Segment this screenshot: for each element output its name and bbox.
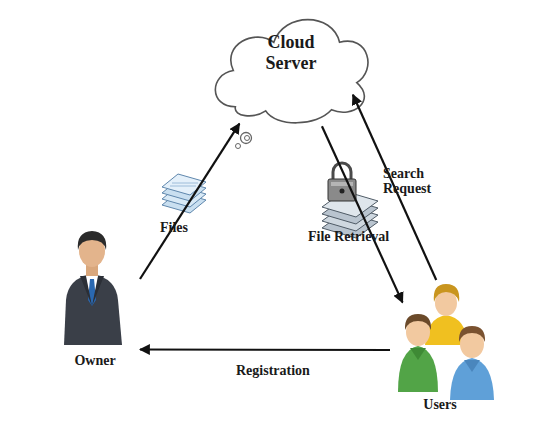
owner-figure: [64, 231, 122, 345]
secure-files-icon: [322, 163, 378, 238]
flow-arrow: [140, 124, 239, 279]
actor-node: Owner: [50, 225, 140, 375]
cloud-bubble: [236, 144, 241, 149]
edge-label: Files: [160, 220, 220, 235]
actor-node: Users: [390, 280, 515, 420]
flow-arrow: [322, 126, 403, 302]
edge-label: Search Request: [383, 166, 447, 197]
flow-arrow: [140, 348, 390, 351]
cloud-bubble: [245, 136, 250, 141]
cloud-outline: [215, 20, 368, 123]
edge-label: Registration: [236, 363, 336, 378]
node-label: Owner: [50, 353, 140, 369]
edge-label: File Retrieval: [308, 229, 408, 244]
node-label: Users: [410, 397, 470, 413]
files-icon: [162, 174, 206, 213]
cloud-bubble: [241, 133, 252, 144]
cloud-node: Cloud Server: [205, 4, 377, 130]
users-figure: [398, 284, 494, 400]
node-label: Cloud Server: [251, 32, 331, 73]
